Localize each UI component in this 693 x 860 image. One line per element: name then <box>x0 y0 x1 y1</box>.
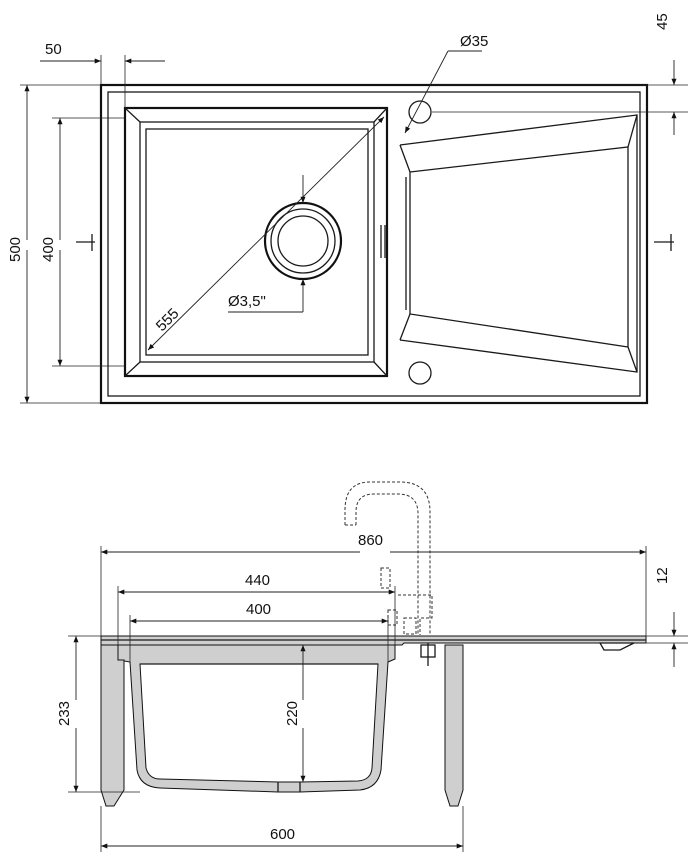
dimension-drain: Ø3,5" <box>228 175 306 313</box>
dim-220-label: 220 <box>284 701 301 726</box>
drainboard <box>399 114 638 373</box>
sink-outline <box>99 83 649 405</box>
cabinet-wall-right <box>444 644 464 807</box>
sink-inner-outline <box>107 91 641 397</box>
dimension-50: 50 <box>40 41 165 108</box>
dim-50-label: 50 <box>45 41 62 58</box>
dimension-220: 220 <box>284 645 306 782</box>
bowl-top <box>123 106 389 378</box>
dim-12-label: 12 <box>654 567 671 584</box>
dimension-45: 45 <box>432 13 688 135</box>
dim-440-label: 440 <box>245 572 270 589</box>
dimension-233: 233 <box>56 635 140 793</box>
dim-500-label: 500 <box>7 237 24 262</box>
dimension-400-horizontal: 400 <box>129 601 389 662</box>
dimension-d35: Ø35 <box>404 33 488 134</box>
section-marker-right <box>654 234 674 251</box>
faucet-outline <box>344 481 436 666</box>
side-view: 860 12 440 400 <box>56 481 688 852</box>
tap-hole <box>408 100 432 124</box>
dim-400-horizontal-label: 400 <box>246 601 271 618</box>
dimension-500: 500 <box>7 84 101 404</box>
cabinet-wall-left <box>100 644 125 807</box>
dimension-12: 12 <box>646 567 688 667</box>
tap-hole-alt <box>408 361 432 385</box>
dim-drain-label: Ø3,5" <box>228 293 266 310</box>
section-marker-left <box>76 234 95 251</box>
dim-860-label: 860 <box>358 532 383 549</box>
dimension-555: 555 <box>147 116 385 351</box>
dim-400-vertical-label: 400 <box>40 237 57 262</box>
dim-555-label: 555 <box>153 305 183 335</box>
dimension-860: 860 <box>100 532 647 636</box>
dim-600-label: 600 <box>270 826 295 843</box>
dim-d35-label: Ø35 <box>460 33 488 50</box>
dim-233-label: 233 <box>56 701 73 726</box>
dimension-600: 600 <box>100 806 464 852</box>
bowl-section <box>117 644 396 793</box>
top-view: 50 45 Ø35 500 <box>7 13 688 405</box>
dimension-400-vertical: 400 <box>40 117 125 367</box>
dimension-440: 440 <box>117 572 396 645</box>
drain-circle <box>263 201 343 281</box>
dim-45-label: 45 <box>654 13 671 30</box>
